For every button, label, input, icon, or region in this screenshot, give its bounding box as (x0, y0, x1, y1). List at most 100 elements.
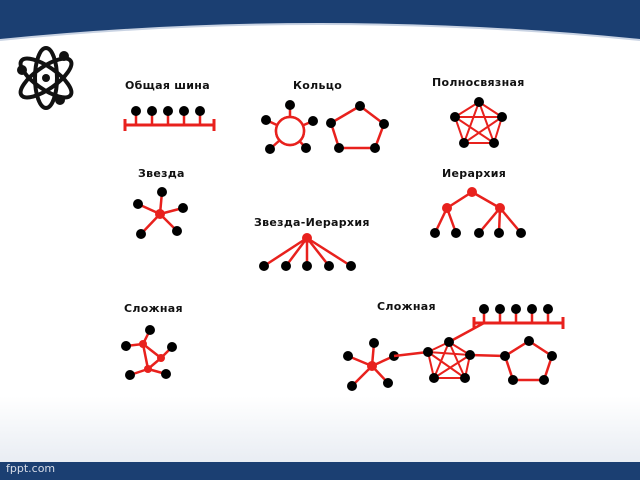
link (306, 236, 352, 268)
link (454, 116, 495, 144)
node (460, 373, 470, 383)
link (463, 116, 503, 144)
node (145, 325, 155, 335)
node (301, 143, 311, 153)
link (285, 237, 308, 267)
node (121, 341, 131, 351)
hub (139, 340, 147, 348)
node (334, 143, 344, 153)
hierarchy-topology (430, 187, 526, 238)
label-complex-left: Сложная (124, 302, 183, 315)
atom-logo-icon (17, 46, 74, 110)
node (347, 381, 357, 391)
star-hierarchy-topology (259, 233, 356, 271)
label-complex-right: Сложная (377, 300, 436, 313)
link (393, 350, 429, 358)
node (163, 106, 173, 116)
node (383, 378, 393, 388)
node (479, 304, 489, 314)
node (302, 261, 312, 271)
bus-topology (123, 106, 216, 131)
link (469, 353, 506, 358)
watermark: fppt.com (6, 462, 56, 475)
node (346, 261, 356, 271)
mesh-topology (450, 97, 507, 148)
node (308, 116, 318, 126)
hub (367, 361, 377, 371)
ring-link (274, 115, 306, 147)
node (355, 101, 365, 111)
link (499, 207, 522, 234)
node (497, 112, 507, 122)
panel-highlight (0, 23, 640, 41)
node (167, 342, 177, 352)
node (324, 261, 334, 271)
star-topology (133, 187, 188, 239)
link (448, 341, 466, 379)
complex-topology-left (121, 325, 177, 380)
link (478, 207, 501, 234)
node (429, 373, 439, 383)
link (463, 101, 480, 144)
node (379, 119, 389, 129)
hub (155, 209, 165, 219)
node (125, 370, 135, 380)
node (265, 144, 275, 154)
node (543, 304, 553, 314)
hub (157, 354, 165, 362)
label-star-hierarchy: Звезда-Иерархия (254, 216, 370, 229)
node (261, 115, 271, 125)
node (516, 228, 526, 238)
link (141, 343, 150, 370)
node (508, 375, 518, 385)
node (459, 138, 469, 148)
node (195, 106, 205, 116)
label-hierarchy: Иерархия (442, 167, 507, 180)
hub (302, 233, 312, 243)
node (161, 369, 171, 379)
hub (442, 203, 452, 213)
link (330, 104, 361, 125)
link (306, 237, 330, 267)
label-ring: Кольцо (293, 79, 343, 92)
node (444, 337, 454, 347)
node (524, 336, 534, 346)
ring-topology-circle (261, 100, 318, 154)
link (427, 351, 466, 379)
node (179, 106, 189, 116)
node (326, 118, 336, 128)
node (465, 350, 475, 360)
node (511, 304, 521, 314)
node (489, 138, 499, 148)
label-mesh: Полносвязная (432, 76, 525, 89)
node (527, 304, 537, 314)
node (430, 228, 440, 238)
ring-topology-pentagon (326, 101, 389, 153)
node (133, 199, 143, 209)
node (172, 226, 182, 236)
link (471, 190, 501, 210)
node (450, 112, 460, 122)
node (157, 187, 167, 197)
node (474, 97, 484, 107)
node (547, 351, 557, 361)
link (478, 101, 495, 144)
hub (144, 365, 152, 373)
node (178, 203, 188, 213)
link (263, 236, 308, 268)
node (369, 338, 379, 348)
node (474, 228, 484, 238)
link (433, 341, 450, 379)
node (259, 261, 269, 271)
link (433, 354, 471, 379)
hub (495, 203, 505, 213)
node (500, 351, 510, 361)
link (448, 321, 485, 344)
node (370, 143, 380, 153)
node (131, 106, 141, 116)
node (136, 229, 146, 239)
label-bus: Общая шина (125, 79, 210, 92)
node (147, 106, 157, 116)
